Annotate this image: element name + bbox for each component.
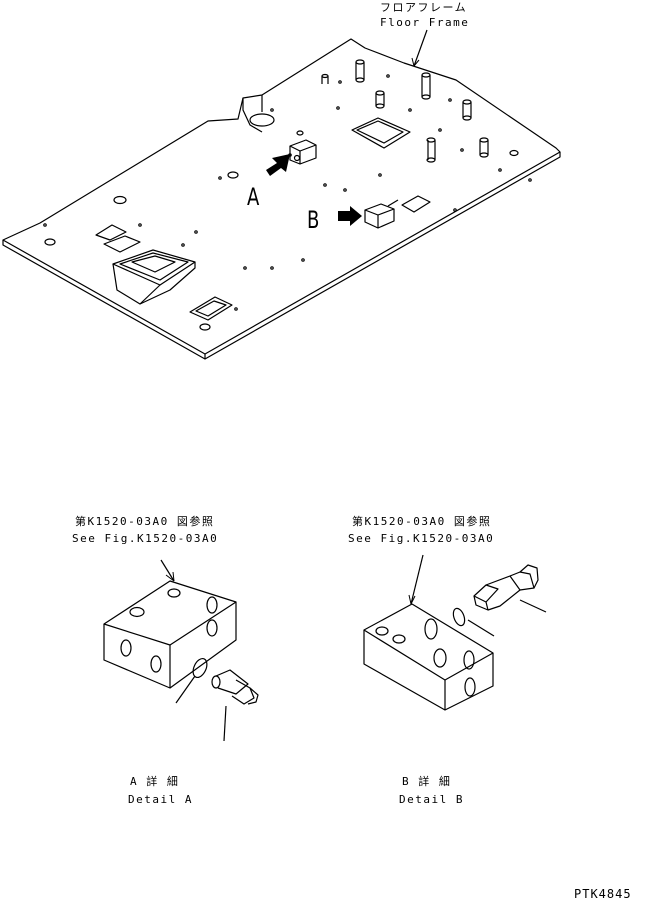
detail-b-fitting-leader <box>519 599 547 613</box>
detail-b-ref-en: See Fig.K1520-03A0 <box>348 532 495 545</box>
detail-a-ref-en: See Fig.K1520-03A0 <box>72 532 219 545</box>
valve-at-a <box>289 139 317 165</box>
marker-a: A <box>247 183 260 211</box>
marker-b: B <box>307 206 320 234</box>
detail-b-leader <box>410 554 424 605</box>
valve-at-b <box>364 199 399 229</box>
console-box <box>95 224 233 321</box>
detail-a-leader <box>160 559 175 582</box>
detail-a-title-jp: A 詳 細 <box>130 775 180 788</box>
detail-a-fitting-leader <box>223 705 227 742</box>
detail-b-ref-jp: 第K1520-03A0 図参照 <box>352 515 492 528</box>
arrow-a-icon <box>266 154 290 176</box>
detail-a-block <box>103 580 237 689</box>
floor-frame-plate <box>2 38 561 360</box>
detail-a-ref-jp: 第K1520-03A0 図参照 <box>75 515 215 528</box>
floor-frame-label-jp: フロアフレーム <box>380 1 468 14</box>
detail-b-fitting <box>452 564 539 627</box>
detail-a-fitting <box>192 657 259 705</box>
arrow-b-icon <box>338 206 362 226</box>
detail-b-title-jp: B 詳 細 <box>402 775 452 788</box>
floor-frame-label-en: Floor Frame <box>380 16 470 29</box>
detail-a-oring-leader <box>175 675 196 704</box>
floor-frame-leader <box>413 29 428 67</box>
detail-b-oring-leader <box>467 619 495 637</box>
detail-b-title-en: Detail B <box>399 793 464 806</box>
detail-b-block <box>363 603 494 711</box>
drawing-id: PTK4845 <box>574 887 632 901</box>
detail-a-title-en: Detail A <box>128 793 193 806</box>
